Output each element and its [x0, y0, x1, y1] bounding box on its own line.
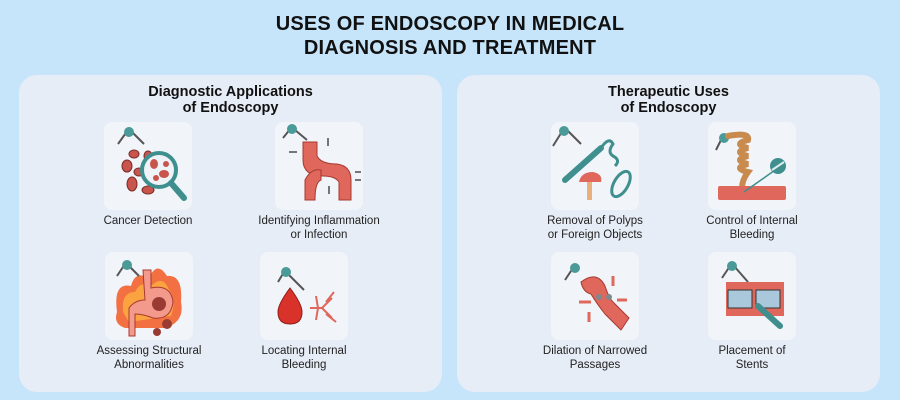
page-title: USES OF ENDOSCOPY IN MEDICAL DIAGNOSIS A… — [0, 12, 900, 60]
item-label: Identifying Inflammation or Infection — [258, 215, 380, 241]
diagnostic-panel-title: Diagnostic Applications of Endoscopy — [19, 84, 442, 116]
item-label: Locating Internal Bleeding — [261, 345, 347, 371]
page-title-line2: DIAGNOSIS AND TREATMENT — [303, 37, 597, 59]
item-removal-of-polyps: Removal of Polyps or Foreign Objects — [510, 122, 680, 242]
inflamed-vessel-icon — [275, 122, 363, 210]
therapeutic-panel-title: Therapeutic Uses of Endoscopy — [457, 84, 880, 116]
blood-drop-icon — [260, 252, 348, 340]
page-title-line1: USES OF ENDOSCOPY IN MEDICAL — [275, 13, 625, 35]
item-label: Dilation of Narrowed Passages — [542, 345, 648, 371]
item-label: Cancer Detection — [103, 215, 193, 227]
diagnostic-panel: Diagnostic Applications of Endoscopy — [19, 75, 442, 392]
item-locating-internal-bleeding: Locating Internal Bleeding — [219, 252, 389, 372]
item-label: Placement of Stents — [718, 345, 786, 371]
coil-clip-icon — [708, 122, 796, 210]
stent-icon — [708, 252, 796, 340]
polyp-removal-icon — [551, 122, 639, 210]
panel-title-line1: Therapeutic Uses — [608, 84, 729, 100]
therapeutic-panel: Therapeutic Uses of Endoscopy Removal of… — [457, 75, 880, 392]
item-label: Control of Internal Bleeding — [706, 215, 798, 241]
panel-title-line2: of Endoscopy — [182, 100, 279, 116]
panel-title-line2: of Endoscopy — [620, 100, 717, 116]
item-placement-of-stents: Placement of Stents — [667, 252, 837, 372]
item-control-of-internal-bleeding: Control of Internal Bleeding — [667, 122, 837, 242]
item-label: Assessing Structural Abnormalities — [96, 345, 202, 371]
item-cancer-detection: Cancer Detection — [63, 122, 233, 228]
item-label: Removal of Polyps or Foreign Objects — [547, 215, 643, 241]
magnifier-cells-icon — [104, 122, 192, 210]
inflamed-stomach-icon — [105, 252, 193, 340]
item-assessing-structural-abnormalities: Assessing Structural Abnormalities — [64, 252, 234, 372]
vessel-dilation-icon — [551, 252, 639, 340]
item-identifying-inflammation: Identifying Inflammation or Infection — [234, 122, 404, 242]
panel-title-line1: Diagnostic Applications — [148, 84, 313, 100]
item-dilation-of-narrowed-passages: Dilation of Narrowed Passages — [510, 252, 680, 372]
